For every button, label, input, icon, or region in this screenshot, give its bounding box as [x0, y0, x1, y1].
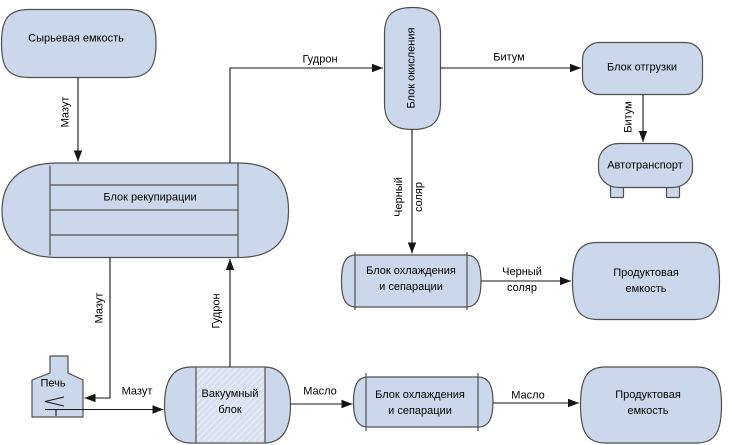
- product-tank-mid-shape: [571, 241, 721, 321]
- oxidation-block-shape: [383, 6, 442, 131]
- flow-label-bitum-to-truck: Битум: [622, 101, 635, 133]
- flow-label-black-solyar-to-tank: Черный соляр: [502, 266, 542, 294]
- raw-tank-shape: [0, 8, 157, 79]
- flow-label-mazut-to-furnace: Мазут: [93, 292, 106, 324]
- flow-mazut-recuperation-to-furnace: [84, 257, 111, 403]
- furnace-shape: [31, 355, 84, 418]
- truck-transport-shape: [597, 142, 694, 189]
- product-tank-bottom-label: Продуктовая емкость: [615, 389, 681, 417]
- product-tank-bottom-shape: [579, 366, 723, 444]
- recuperation-block-label: Блок рекупирации: [103, 191, 197, 204]
- truck-transport-label: Автотранспорт: [607, 159, 683, 172]
- cooling-block-bottom-label: Блок охлаждения и сепарации: [375, 389, 465, 417]
- flow-label-gudron-to-oxidation: Гудрон: [302, 53, 338, 66]
- oxidation-block-label: Блок окисления: [405, 27, 418, 109]
- flow-label-bitum-to-shipping: Битум: [493, 51, 525, 64]
- cooling-block-mid-label: Блок охлаждения и сепарации: [366, 265, 456, 293]
- furnace-label: Печь: [40, 377, 66, 390]
- heating-coil-symbol: [44, 396, 65, 407]
- flow-label-maslo-to-tank: Масло: [511, 389, 545, 402]
- shipping-block-label: Блок отгрузки: [606, 61, 678, 74]
- flow-label-black-solyar-down: Черный соляр: [393, 177, 425, 217]
- raw-tank-label: Сырьевая емкость: [28, 32, 124, 45]
- product-tank-mid-label: Продуктовая емкость: [613, 267, 679, 295]
- flow-label-mazut-from-raw-tank: Мазут: [59, 96, 72, 128]
- cooling-block-mid-shape: [340, 254, 482, 308]
- flow-gudron-recuperation-to-oxidation: [229, 63, 383, 163]
- vacuum-block-label: Вакуумный блок: [201, 388, 259, 416]
- flow-label-mazut-to-vacuum: Мазут: [121, 385, 153, 398]
- vacuum-hatched-section: [196, 367, 265, 443]
- flow-label-gudron-to-recuperation: Гудрон: [210, 293, 223, 329]
- flow-label-maslo-to-cooling: Масло: [303, 385, 337, 398]
